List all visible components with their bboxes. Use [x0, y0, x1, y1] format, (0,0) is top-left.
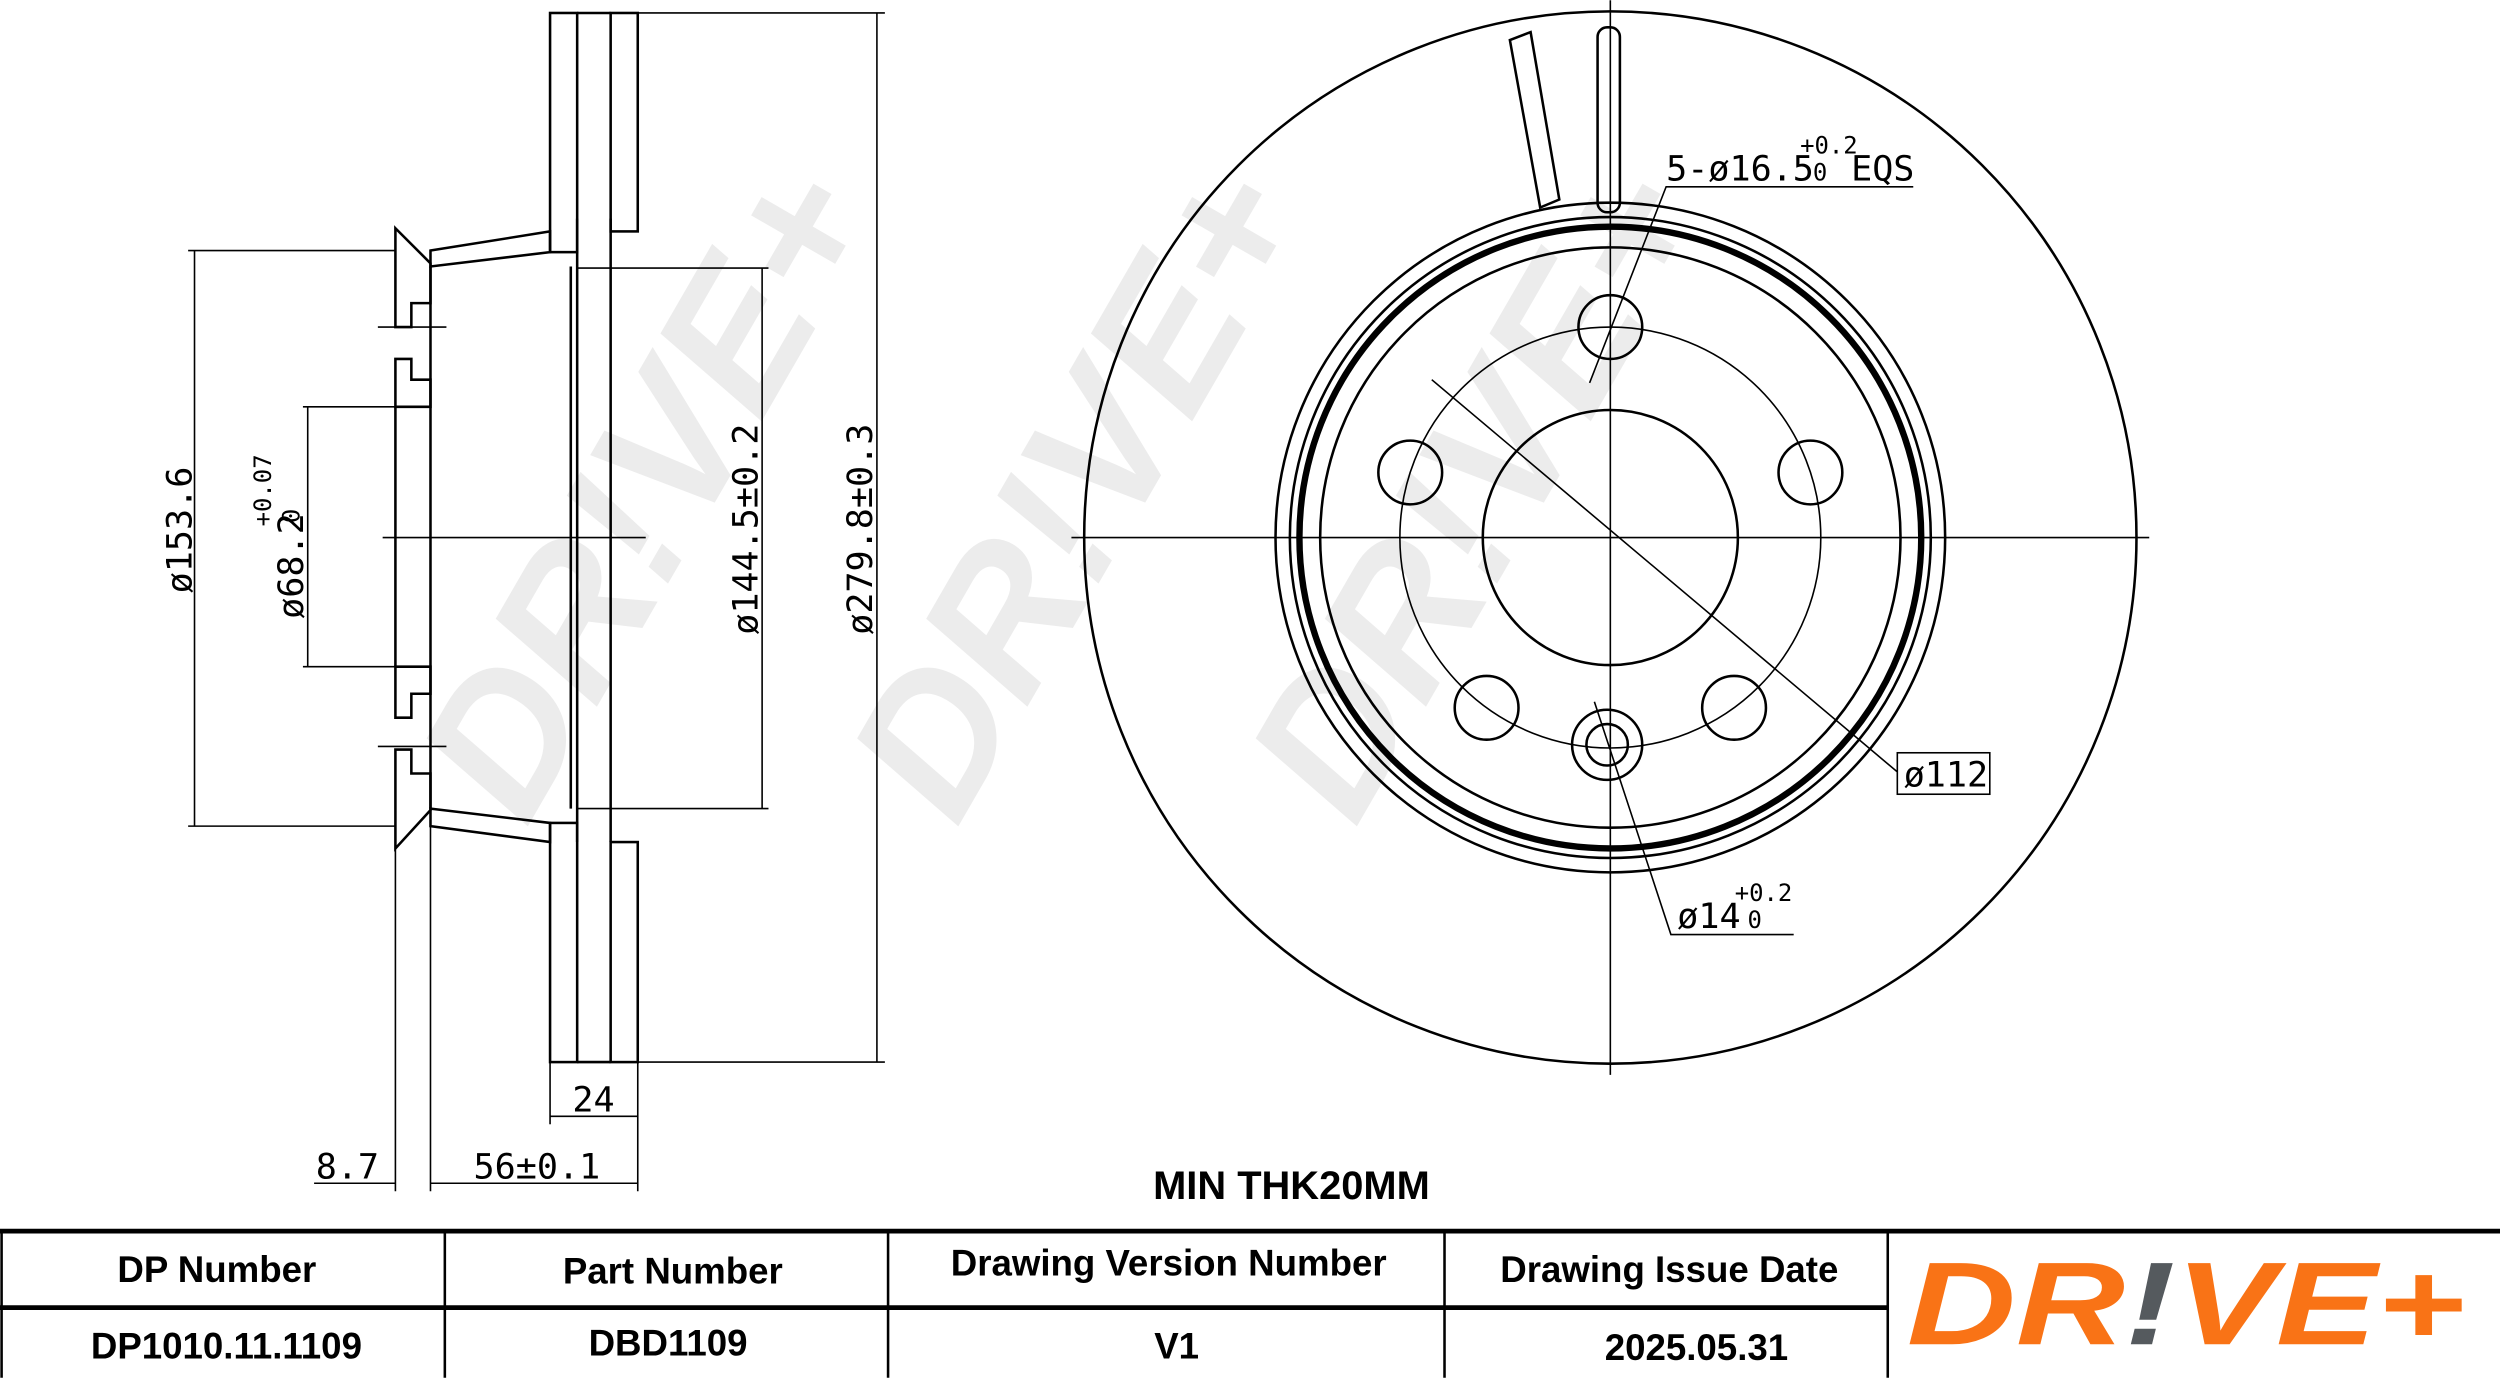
header-issue-date: Drawing Issue Date	[1500, 1249, 1838, 1290]
dim-thickness: 24	[572, 1080, 614, 1121]
pcd-label: ø112	[1904, 754, 1988, 795]
dim-inner-friction: ø144.5±0.2	[725, 424, 766, 635]
small-hole-tol-lower: 0	[1747, 906, 1761, 934]
front-view: 5-ø16.5 +0.2 0 EQS ø112 ø14 +0.2 0	[1071, 0, 2150, 1075]
value-part-number: DBD1109	[589, 1322, 748, 1363]
bolt-holes-tol-upper: +0.2	[1800, 131, 1858, 159]
bolt-holes	[1377, 293, 1844, 741]
side-section-view: ø153.6 ø68.2 +0.07 0 ø144.5±0.2 ø279.8±0…	[159, 11, 885, 1192]
small-hole-tol-upper: +0.2	[1735, 879, 1793, 907]
dim-center-bore-tol-upper: +0.07	[249, 454, 277, 526]
title-block: DP Number Part Number Drawing Version Nu…	[0, 1228, 2500, 1378]
bolt-holes-label: 5-ø16.5	[1666, 148, 1814, 189]
watermark: DR!VE+ DR!VE+ DR!VE+	[376, 131, 1744, 850]
dim-hub-offset: 8.7	[316, 1146, 379, 1187]
value-dp-number: DP1010.11.1109	[91, 1326, 362, 1367]
dim-center-bore-tol-lower: 0	[278, 509, 306, 523]
min-thickness-note: MIN THK20MM	[1153, 1164, 1430, 1208]
small-hole	[1570, 708, 1644, 782]
value-drawing-version: V1	[1154, 1326, 1199, 1367]
bolt-holes-tol-lower: 0	[1813, 158, 1827, 186]
dim-height: 56±0.1	[474, 1146, 601, 1187]
brand-logo: DR!VE+	[1907, 1238, 2465, 1370]
header-drawing-version: Drawing Version Number	[951, 1243, 1387, 1284]
bolt-holes-suffix: EQS	[1851, 148, 1914, 189]
small-hole-label: ø14	[1677, 896, 1740, 937]
dim-outer-hat: ø153.6	[159, 467, 200, 594]
value-issue-date: 2025.05.31	[1605, 1327, 1788, 1368]
header-part-number: Part Number	[563, 1251, 783, 1292]
dim-outer-diameter: ø279.8±0.3	[840, 424, 881, 635]
dim-center-bore: ø68.2	[271, 513, 312, 619]
header-dp-number: DP Number	[117, 1249, 316, 1290]
